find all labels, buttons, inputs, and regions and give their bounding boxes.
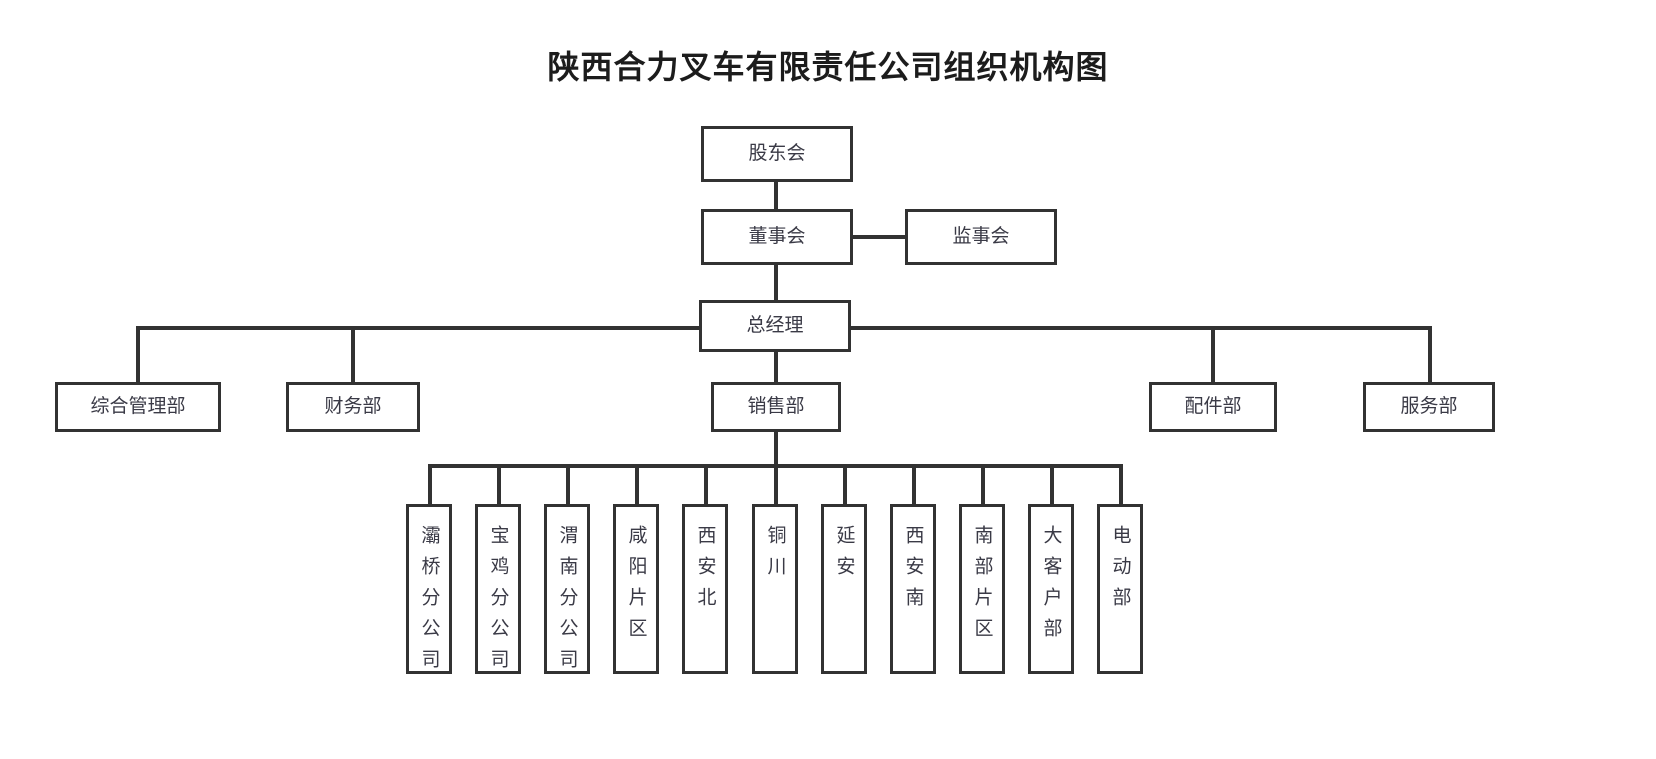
node-baoji-branch[interactable]: 宝鸡分公司 bbox=[475, 504, 521, 680]
node-xian-south[interactable]: 西安南 bbox=[890, 504, 936, 674]
node-sales-dept-label: 销售部 bbox=[747, 396, 805, 418]
node-baoji-branch-label: 宝鸡分公司 bbox=[487, 525, 509, 680]
connector-gm-to-finance bbox=[351, 326, 355, 382]
connector-gm-to-parts bbox=[1211, 326, 1215, 382]
node-key-account-dept-label: 大客户部 bbox=[1040, 525, 1062, 649]
connector-sales-to-weinan bbox=[566, 464, 570, 504]
node-service-dept-label: 服务部 bbox=[1400, 396, 1458, 418]
connector-sales-to-electric bbox=[1119, 464, 1123, 504]
node-board-of-supervisors-label: 监事会 bbox=[952, 226, 1010, 248]
node-electric-dept-label: 电动部 bbox=[1109, 525, 1131, 618]
connector-gm-to-admin bbox=[136, 326, 140, 382]
connector-sales-to-subbus bbox=[774, 430, 778, 468]
connector-sales-to-tongchuan bbox=[774, 464, 778, 504]
connector-gm-to-service bbox=[1428, 326, 1432, 382]
node-shareholders-label: 股东会 bbox=[748, 143, 806, 165]
node-board-of-directors-label: 董事会 bbox=[748, 226, 806, 248]
node-electric-dept[interactable]: 电动部 bbox=[1097, 504, 1143, 674]
node-xianyang-area[interactable]: 咸阳片区 bbox=[613, 504, 659, 674]
node-general-administration-dept-label: 综合管理部 bbox=[90, 396, 186, 418]
node-yanan-label: 延安 bbox=[833, 525, 855, 587]
node-south-area-label: 南部片区 bbox=[971, 525, 993, 649]
node-sales-dept[interactable]: 销售部 bbox=[711, 382, 841, 432]
node-finance-dept[interactable]: 财务部 bbox=[286, 382, 420, 432]
connector-sales-to-baoji bbox=[497, 464, 501, 504]
connector-board-to-gm bbox=[774, 263, 778, 300]
node-weinan-branch[interactable]: 渭南分公司 bbox=[544, 504, 590, 680]
connector-sales-to-xiansouth bbox=[912, 464, 916, 504]
connector-sales-to-xianyang bbox=[635, 464, 639, 504]
node-general-manager-label: 总经理 bbox=[746, 315, 804, 337]
node-shareholders[interactable]: 股东会 bbox=[701, 126, 853, 182]
node-baqiao-branch[interactable]: 灞桥分公司 bbox=[406, 504, 452, 680]
node-xian-south-label: 西安南 bbox=[902, 525, 924, 618]
node-baqiao-branch-label: 灞桥分公司 bbox=[418, 525, 440, 680]
node-yanan[interactable]: 延安 bbox=[821, 504, 867, 674]
connector-sales-to-baqiao bbox=[428, 464, 432, 504]
node-south-area[interactable]: 南部片区 bbox=[959, 504, 1005, 674]
node-tongchuan[interactable]: 铜川 bbox=[752, 504, 798, 674]
connector-board-to-supervisors bbox=[850, 235, 908, 239]
node-xianyang-area-label: 咸阳片区 bbox=[625, 525, 647, 649]
node-board-of-supervisors[interactable]: 监事会 bbox=[905, 209, 1057, 265]
node-finance-dept-label: 财务部 bbox=[324, 396, 382, 418]
connector-sales-to-yanan bbox=[843, 464, 847, 504]
node-general-administration-dept[interactable]: 综合管理部 bbox=[55, 382, 221, 432]
node-parts-dept[interactable]: 配件部 bbox=[1149, 382, 1277, 432]
node-parts-dept-label: 配件部 bbox=[1184, 396, 1242, 418]
connector-sales-to-xiannorth bbox=[704, 464, 708, 504]
node-xian-north[interactable]: 西安北 bbox=[682, 504, 728, 674]
page-title: 陕西合力叉车有限责任公司组织机构图 bbox=[547, 49, 1109, 85]
node-general-manager[interactable]: 总经理 bbox=[699, 300, 851, 352]
connector-sales-to-keyaccount bbox=[1050, 464, 1054, 504]
node-board-of-directors[interactable]: 董事会 bbox=[701, 209, 853, 265]
node-weinan-branch-label: 渭南分公司 bbox=[556, 525, 578, 680]
connector-shareholders-to-board bbox=[774, 180, 778, 210]
connector-gm-to-sales bbox=[774, 348, 778, 382]
node-service-dept[interactable]: 服务部 bbox=[1363, 382, 1495, 432]
node-xian-north-label: 西安北 bbox=[694, 525, 716, 618]
node-tongchuan-label: 铜川 bbox=[764, 525, 786, 587]
node-key-account-dept[interactable]: 大客户部 bbox=[1028, 504, 1074, 674]
connector-sales-to-southarea bbox=[981, 464, 985, 504]
